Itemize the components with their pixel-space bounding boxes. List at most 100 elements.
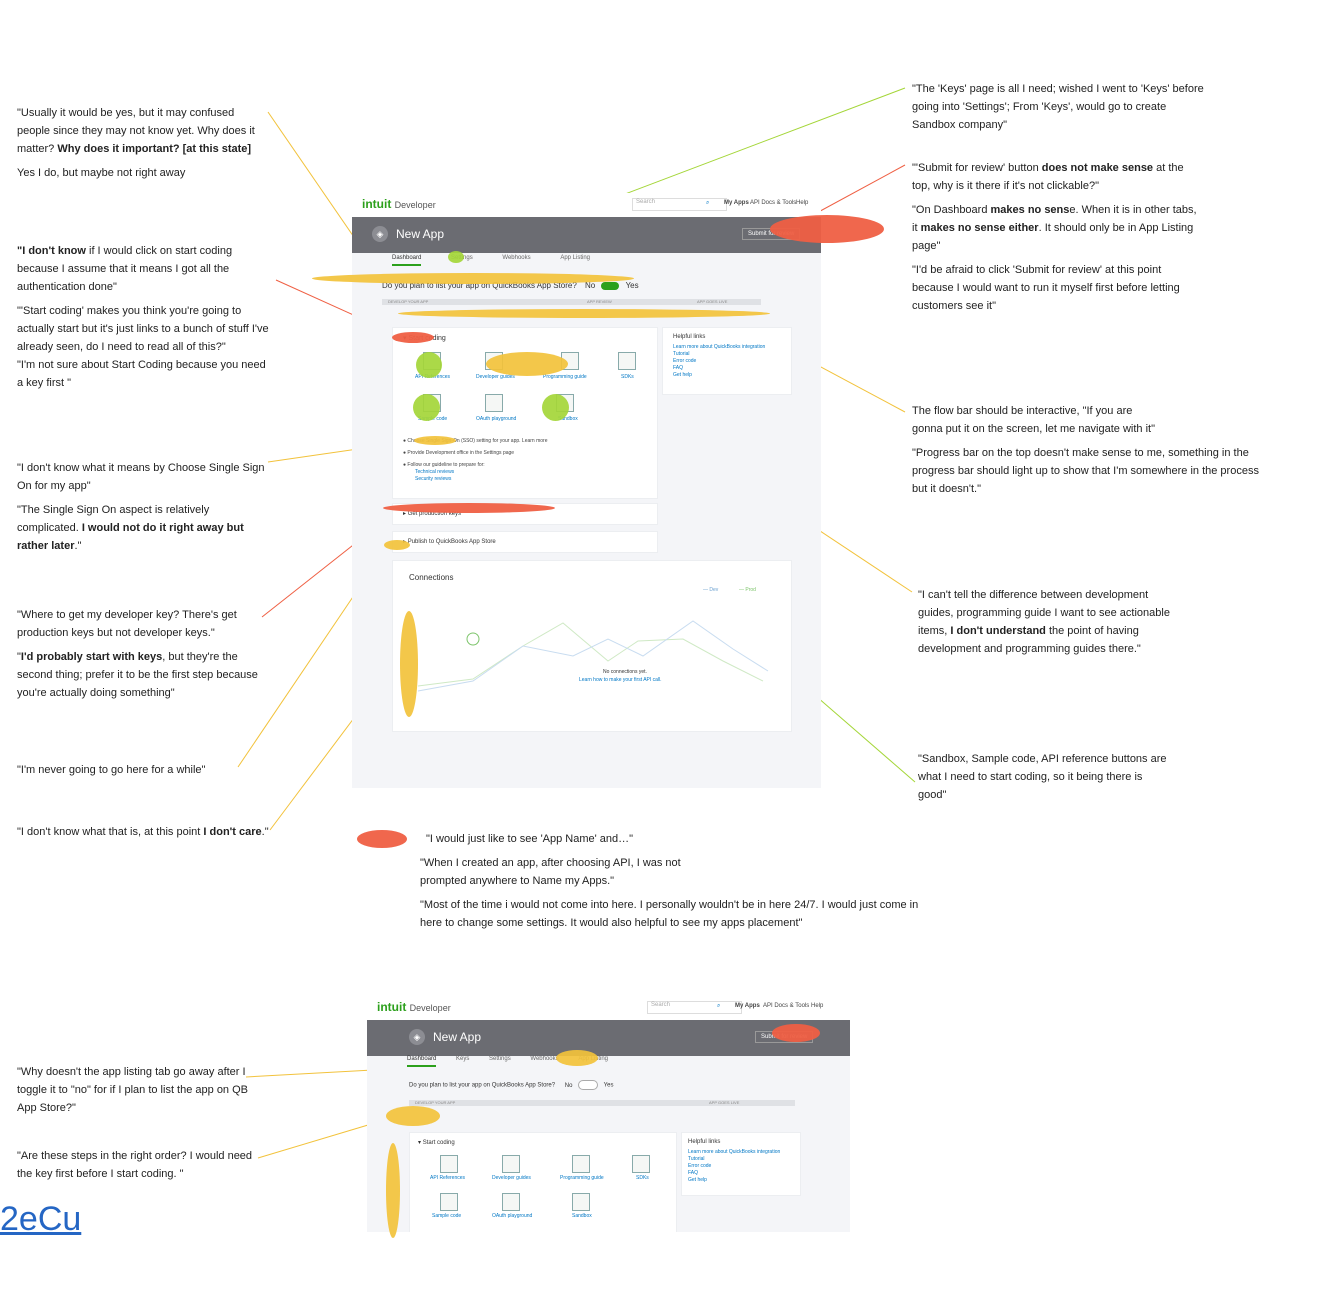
app-header: ◈ New App Submit for review <box>367 1020 850 1056</box>
note-text: "I can't tell the difference between dev… <box>918 589 1170 655</box>
nav-my-apps[interactable]: My Apps <box>724 200 749 206</box>
production-keys-heading[interactable]: ▸ Get production keys <box>403 511 462 517</box>
note-text: "Where to get my developer key? There's … <box>17 609 237 639</box>
tab-bar: Dashboard Settings Webhooks App Listing <box>392 255 618 266</box>
publish-card[interactable]: ▸ Publish to QuickBooks App Store <box>392 531 658 553</box>
note-text: "I don't know what it means by Choose Si… <box>17 462 265 492</box>
tab-webhooks[interactable]: Webhooks <box>530 1056 559 1062</box>
helpful-link[interactable]: Get help <box>688 1177 707 1183</box>
technical-reviews-link[interactable]: Technical reviews <box>415 469 455 475</box>
sample-code-icon[interactable] <box>440 1193 458 1211</box>
helpful-link[interactable]: Tutorial <box>673 351 690 357</box>
note-text: "On Dashboard makes no sense. When it is… <box>912 204 1197 252</box>
tab-webhooks[interactable]: Webhooks <box>502 255 531 261</box>
sdks-icon[interactable] <box>632 1155 650 1173</box>
security-reviews-link[interactable]: Security reviews <box>415 476 452 482</box>
tile-oauth-playground[interactable]: OAuth playground <box>492 1213 533 1219</box>
toggle-no-label: No <box>585 281 596 290</box>
tile-sandbox[interactable]: Sandbox <box>572 1213 592 1219</box>
helpful-link[interactable]: FAQ <box>673 365 684 371</box>
helpful-links-heading: Helpful links <box>673 334 706 340</box>
note-text: "Why doesn't the app listing tab go away… <box>17 1066 248 1114</box>
highlight-start-coding <box>392 332 434 343</box>
center-notes: "I would just like to see 'App Name' and… <box>420 830 930 938</box>
tab-app-listing[interactable]: App Listing <box>560 255 590 261</box>
first-api-call-link[interactable]: Learn how to make your first API call. <box>579 677 662 683</box>
helpful-link[interactable]: Learn more about QuickBooks integration <box>673 344 766 350</box>
dev-office-item[interactable]: ● Provide Development office in the Sett… <box>403 450 515 456</box>
nav-help[interactable]: Help <box>796 200 809 206</box>
tab-keys[interactable]: Keys <box>456 1056 470 1062</box>
legend-red-marker <box>357 830 407 848</box>
nav-my-apps[interactable]: My Apps <box>735 1003 760 1009</box>
tile-developer-guides[interactable]: Developer guides <box>492 1175 531 1181</box>
tab-dashboard[interactable]: Dashboard <box>392 255 422 266</box>
oauth-playground-icon[interactable] <box>502 1193 520 1211</box>
helpful-link[interactable]: FAQ <box>688 1170 699 1176</box>
tab-dashboard[interactable]: Dashboard <box>407 1056 437 1067</box>
question-text: Do you plan to list your app on QuickBoo… <box>409 1082 556 1089</box>
publish-heading[interactable]: ▸ Publish to QuickBooks App Store <box>403 539 496 545</box>
helpful-link[interactable]: Tutorial <box>688 1156 705 1162</box>
note-text: "I'd probably start with keys, but they'… <box>17 651 258 699</box>
legend-prod: — Prod <box>739 587 756 593</box>
search-icon[interactable]: ⌕ <box>706 200 710 206</box>
helpful-links-card: Helpful links Learn more about QuickBook… <box>662 327 792 395</box>
highlight-submit-review-2 <box>772 1024 820 1042</box>
highlight-keys-tab <box>448 251 464 263</box>
right-note-guides: "I can't tell the difference between dev… <box>918 586 1173 664</box>
progress-steps-bar: DEVELOP YOUR APP APP GOES LIVE <box>409 1100 795 1106</box>
tile-oauth-playground[interactable]: OAuth playground <box>476 416 517 422</box>
search-icon[interactable]: ⌕ <box>717 1003 721 1009</box>
note-text: "Sandbox, Sample code, API reference but… <box>918 753 1167 801</box>
left-note-app-listing-tab: "Why doesn't the app listing tab go away… <box>17 1063 257 1123</box>
highlight-left-strip <box>386 1143 400 1238</box>
api-references-icon[interactable] <box>440 1155 458 1173</box>
search-input[interactable]: Search <box>632 198 727 211</box>
question-text: Do you plan to list your app on QuickBoo… <box>382 281 577 290</box>
tab-settings[interactable]: Settings <box>489 1056 511 1062</box>
start-coding-heading[interactable]: ▾ Start coding <box>418 1140 455 1146</box>
sandbox-icon[interactable] <box>572 1193 590 1211</box>
nav-api-docs[interactable]: API Docs & Tools <box>763 1003 810 1009</box>
note-text: "'Start coding' makes you think you're g… <box>17 305 269 353</box>
helpful-link[interactable]: Error code <box>673 358 697 364</box>
tile-sample-code[interactable]: Sample code <box>432 1213 462 1219</box>
highlight-sso <box>414 436 456 445</box>
note-text: "Usually it would be yes, but it may con… <box>17 107 255 155</box>
helpful-link[interactable]: Get help <box>673 372 692 378</box>
developer-guides-icon[interactable] <box>502 1155 520 1173</box>
app-cube-icon: ◈ <box>372 226 388 242</box>
highlight-app-listing-tab <box>556 1050 598 1066</box>
sdks-icon[interactable] <box>618 352 636 370</box>
tile-sdks[interactable]: SDKs <box>636 1175 649 1181</box>
note-text: "Are these steps in the right order? I w… <box>17 1150 253 1180</box>
note-text: "I would just like to see 'App Name' and… <box>426 833 634 845</box>
list-app-toggle[interactable] <box>578 1080 599 1090</box>
step-live: APP GOES LIVE <box>709 1100 740 1105</box>
tile-sandbox[interactable]: Sandbox <box>558 416 578 422</box>
highlight-list-question <box>312 273 634 284</box>
programming-guide-icon[interactable] <box>572 1155 590 1173</box>
nav-api-docs[interactable]: API Docs & Tools <box>750 200 797 206</box>
oauth-playground-icon[interactable] <box>485 394 503 412</box>
tile-sdks[interactable]: SDKs <box>621 374 634 380</box>
tile-developer-guides[interactable]: Developer guides <box>476 374 515 380</box>
note-text: "The Single Sign On aspect is relatively… <box>17 504 244 552</box>
list-app-question: Do you plan to list your app on QuickBoo… <box>382 281 639 290</box>
list-app-toggle[interactable] <box>601 281 620 290</box>
tile-programming-guide[interactable]: Programming guide <box>560 1175 604 1181</box>
progress-steps-bar: DEVELOP YOUR APP APP REVIEW APP GOES LIV… <box>382 299 761 305</box>
nav-help[interactable]: Help <box>811 1003 824 1009</box>
bottom-link-text[interactable]: 2eCu <box>0 1200 82 1238</box>
step-develop: DEVELOP YOUR APP <box>388 299 429 304</box>
sso-item[interactable]: ● Choose Single Sign-On (SSO) setting fo… <box>403 438 548 444</box>
tile-api-references[interactable]: API References <box>430 1175 466 1181</box>
helpful-link[interactable]: Learn more about QuickBooks integration <box>688 1149 781 1155</box>
tile-programming-guide[interactable]: Programming guide <box>543 374 587 380</box>
helpful-link[interactable]: Error code <box>688 1163 712 1169</box>
highlight-api-references <box>416 352 442 378</box>
note-text: "I'd be afraid to click 'Submit for revi… <box>912 264 1180 312</box>
search-input[interactable]: Search <box>647 1001 742 1014</box>
highlight-guides <box>486 352 568 376</box>
